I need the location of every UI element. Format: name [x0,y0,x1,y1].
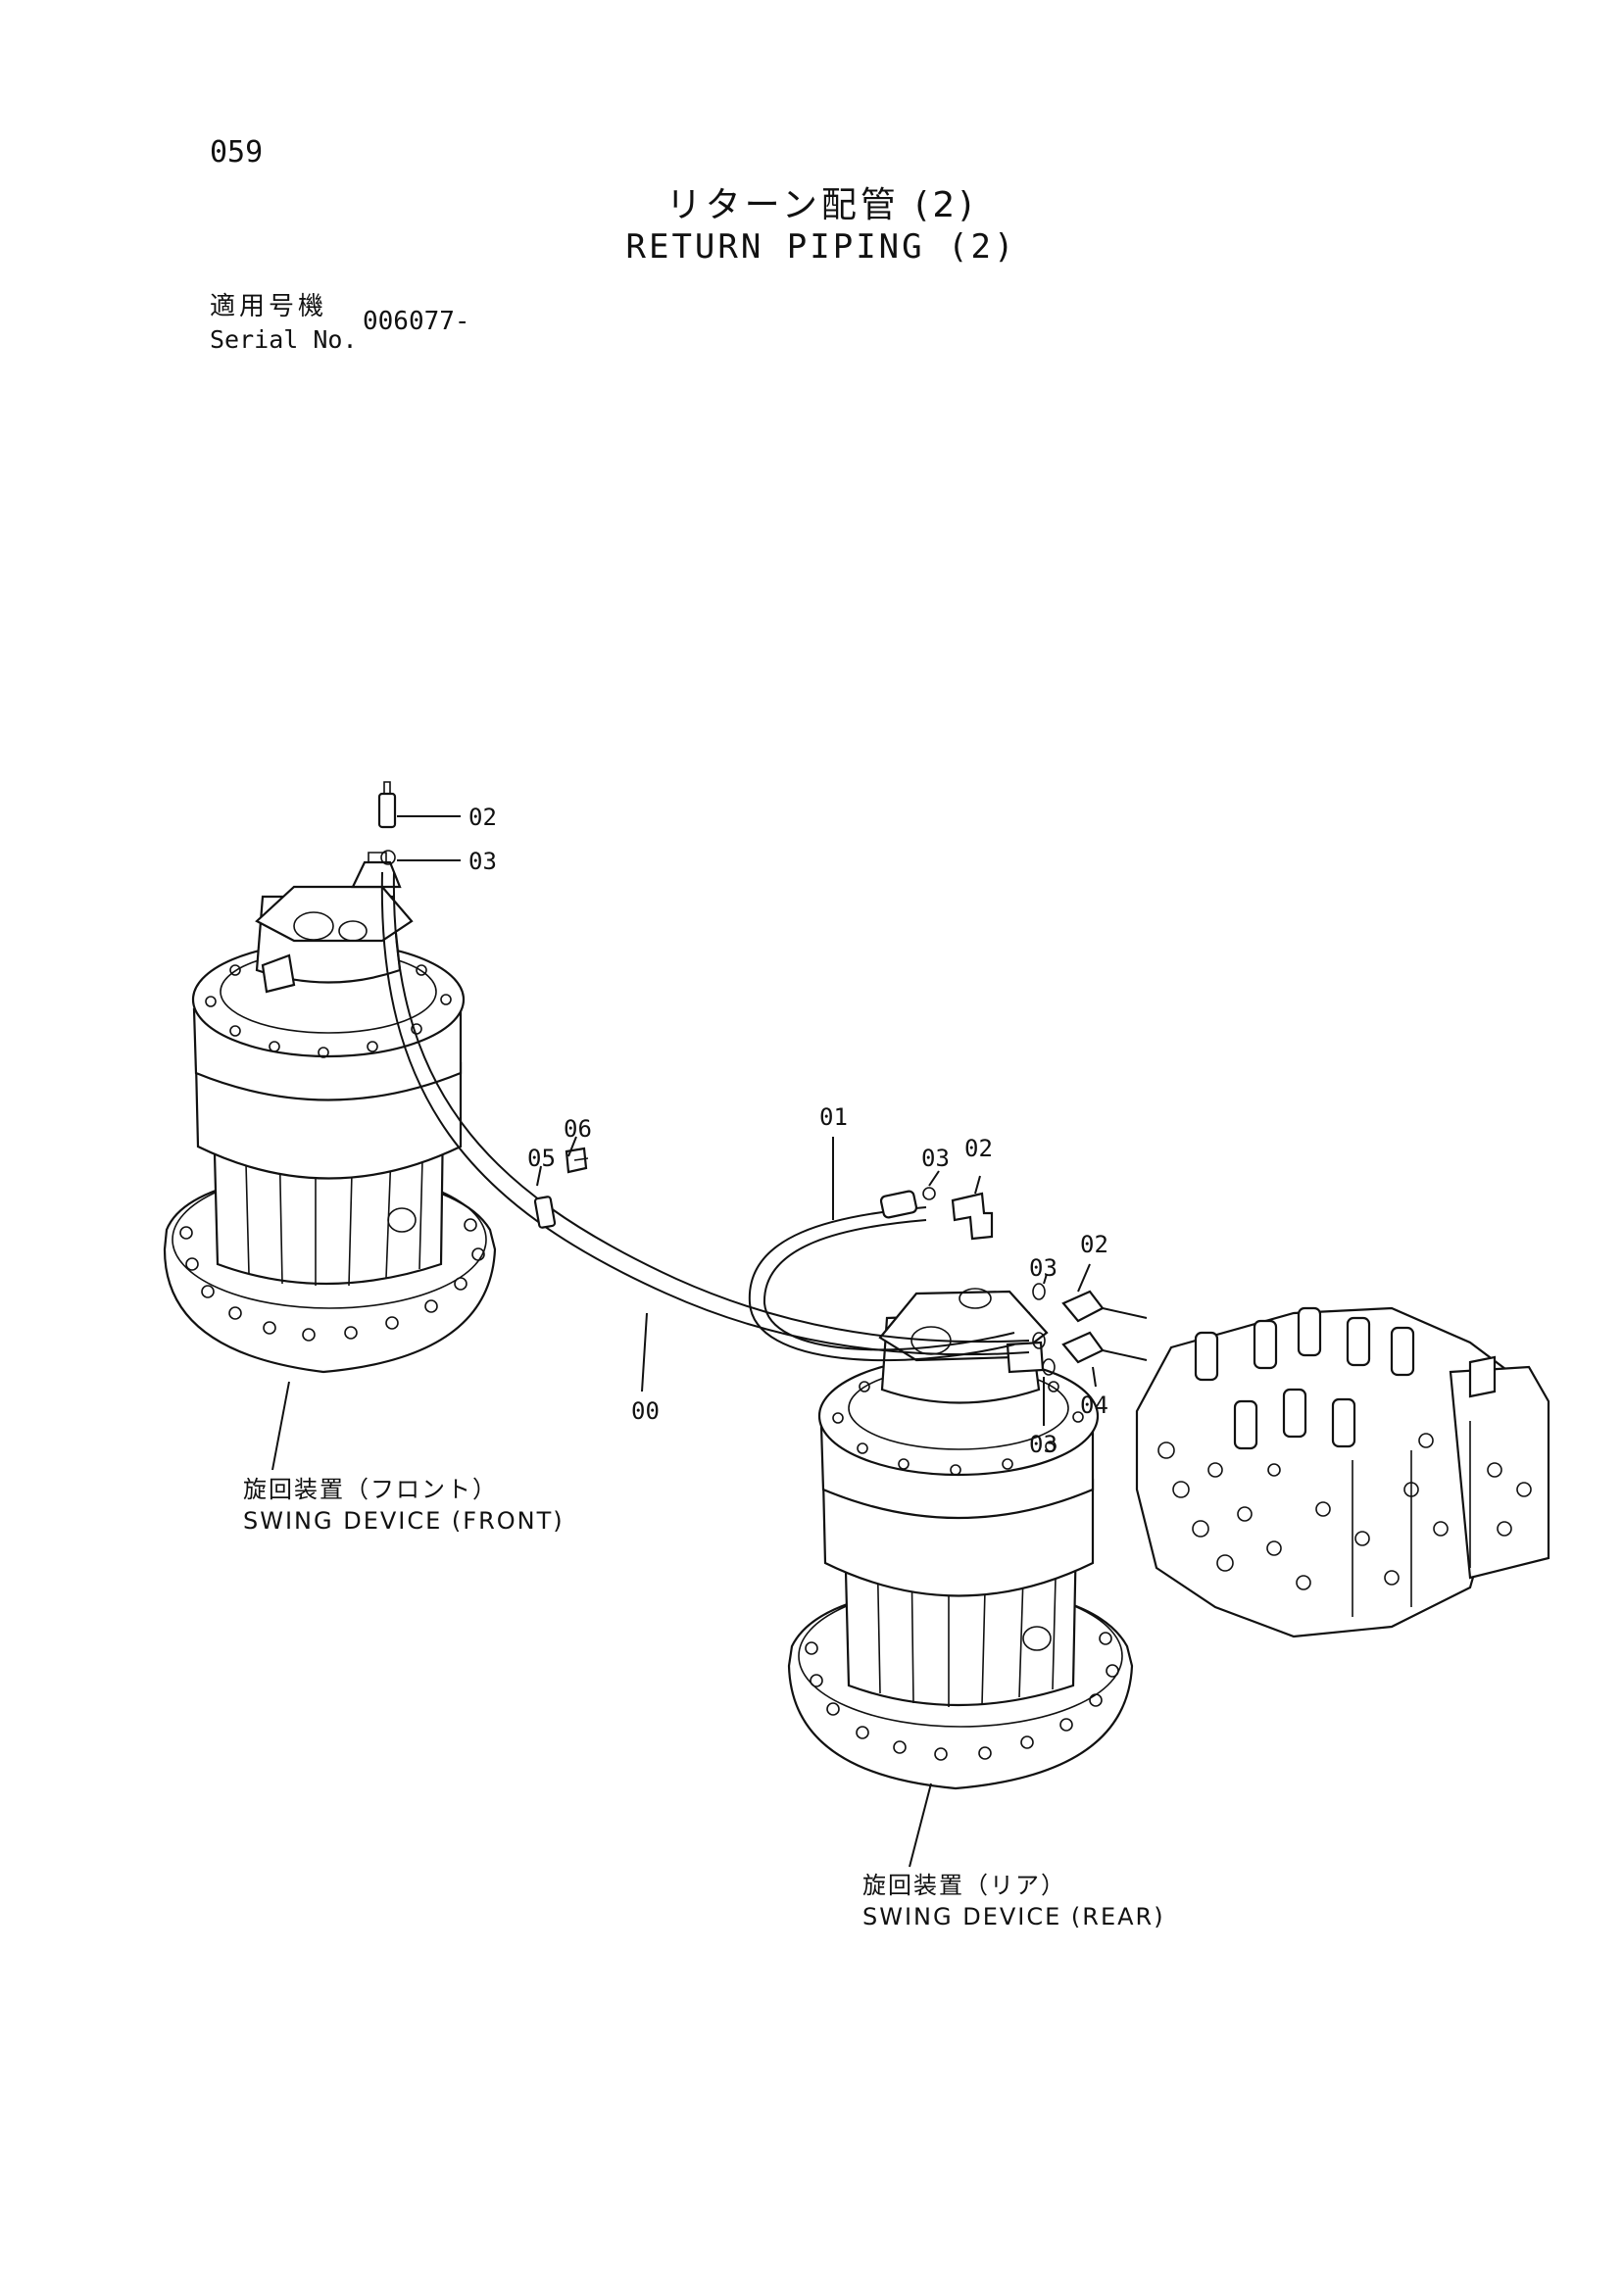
callout-02-mid: 02 [964,1135,993,1162]
callout-03-mid: 03 [921,1145,950,1172]
swing-device-front-drawing [163,852,497,1374]
callout-04: 04 [1080,1392,1108,1419]
leader-lines [271,815,1097,1868]
page-number: 059 [210,135,264,170]
callout-03-right: 03 [1029,1254,1057,1282]
callout-02-right: 02 [1080,1231,1108,1258]
callout-06: 06 [564,1115,592,1143]
callout-00: 00 [631,1397,660,1425]
caption-front-jp: 旋回装置（フロント） [243,1476,498,1503]
fittings-front [377,781,589,1229]
return-hose-01 [748,1206,1015,1362]
swing-device-rear-drawing [787,1288,1134,1790]
serial-number-value: 006077- [363,307,470,336]
callout-03-top: 03 [468,848,497,875]
caption-rear-en: SWING DEVICE (REAR) [862,1903,1165,1930]
serial-label-jp: 適用号機 [210,292,328,321]
callout-02-top: 02 [468,804,497,831]
page-title-jp: リターン配管 (2) [665,185,977,225]
control-valve-drawing [1135,1306,1550,1638]
caption-front-en: SWING DEVICE (FRONT) [243,1507,565,1535]
callout-01: 01 [819,1103,848,1131]
page-title-en: RETURN PIPING (2) [625,227,1017,267]
serial-label-en: Serial No. [210,325,358,354]
callout-05: 05 [527,1145,556,1172]
callout-03-low: 03 [1029,1431,1057,1458]
caption-rear-jp: 旋回装置（リア） [862,1872,1066,1899]
fittings-rear [879,1187,1148,1376]
